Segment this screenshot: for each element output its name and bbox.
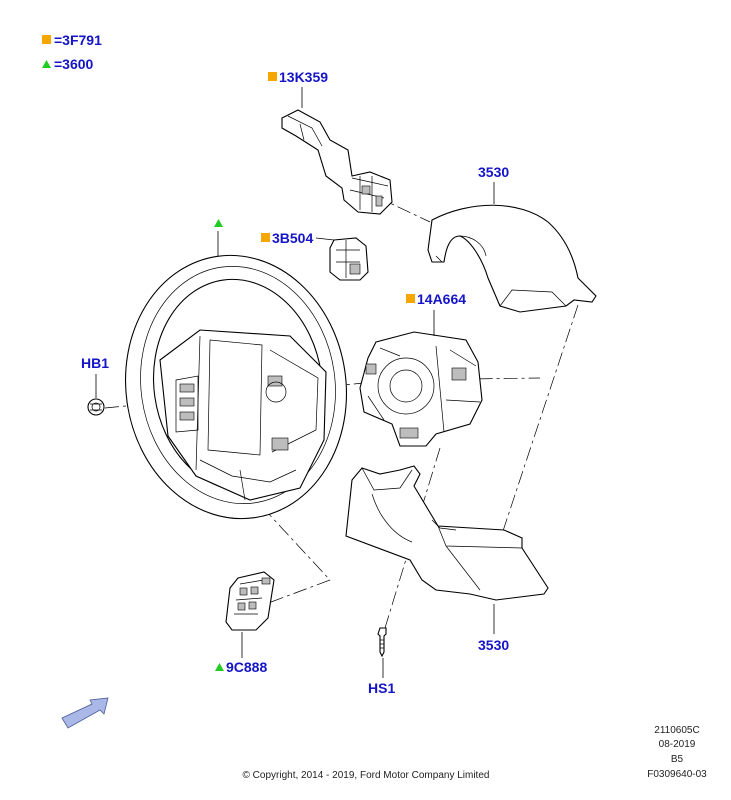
callout-label: 3530 xyxy=(478,164,509,180)
copyright-text: © Copyright, 2014 - 2019, Ford Motor Com… xyxy=(243,770,490,781)
triangle-marker-icon xyxy=(215,663,224,671)
legend-square-icon xyxy=(42,35,51,44)
legend-square-text: =3F791 xyxy=(54,32,102,48)
screw-hs1 xyxy=(377,627,387,658)
lower-shroud xyxy=(345,465,549,601)
callout-lower-shroud: 3530 xyxy=(478,604,509,653)
callout-switch-3b504: 3B504 xyxy=(261,230,335,246)
callout-label: 3B504 xyxy=(272,230,313,246)
callout-screw-hs1: HS1 xyxy=(368,658,395,696)
multifunction-switch xyxy=(281,109,393,215)
callout-label: 13K359 xyxy=(279,69,328,85)
figure-id: F0309640-03 xyxy=(647,769,707,780)
steering-wheel xyxy=(124,254,348,520)
square-marker-icon xyxy=(268,72,277,81)
callout-label: 9C888 xyxy=(226,659,267,675)
callout-label: 14A664 xyxy=(417,291,466,307)
callout-multifunction-switch: 13K359 xyxy=(268,69,328,108)
legend-triangle-text: =3600 xyxy=(54,56,94,72)
callout-label: HS1 xyxy=(368,680,395,696)
footer: © Copyright, 2014 - 2019, Ford Motor Com… xyxy=(243,725,708,781)
triangle-marker-icon xyxy=(214,219,223,227)
switch-3b504 xyxy=(329,237,369,281)
bolt-hb1 xyxy=(87,398,105,416)
callout-upper-shroud: 3530 xyxy=(478,164,509,204)
clockspring xyxy=(359,331,483,447)
square-marker-icon xyxy=(261,233,270,242)
revision-code: B5 xyxy=(671,754,684,765)
revision-date: 08-2019 xyxy=(659,739,696,750)
upper-shroud xyxy=(427,204,597,313)
callout-label: 3530 xyxy=(478,637,509,653)
reference-code: 2110605C xyxy=(654,725,699,736)
callout-steering-wheel xyxy=(214,219,223,256)
callout-clockspring: 14A664 xyxy=(406,291,466,336)
square-marker-icon xyxy=(406,294,415,303)
legend: =3F791 =3600 xyxy=(42,32,102,72)
callout-switch-9c888: 9C888 xyxy=(215,632,267,675)
legend-triangle-icon xyxy=(42,60,51,68)
callout-bolt-hb1: HB1 xyxy=(81,355,109,398)
switch-9c888 xyxy=(225,571,275,631)
callout-label: HB1 xyxy=(81,355,109,371)
arrow-icon xyxy=(61,697,109,729)
